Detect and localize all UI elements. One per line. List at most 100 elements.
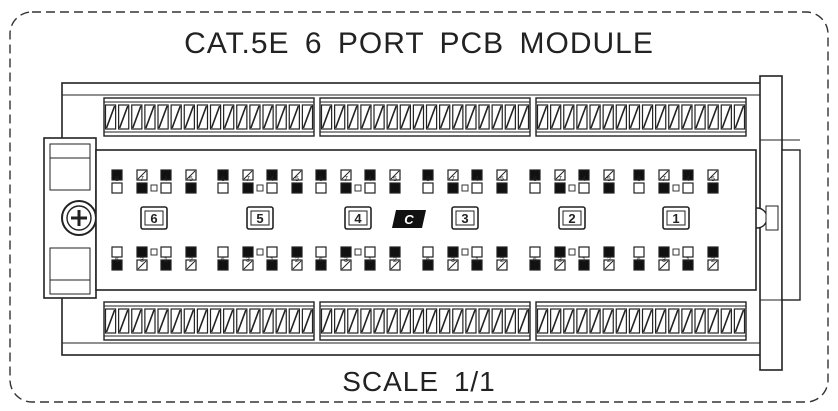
pin-label: 7 <box>246 176 250 183</box>
contact-pad <box>633 169 645 181</box>
port-badge: 4 <box>344 206 372 230</box>
idc-blade <box>276 309 287 333</box>
port-number-label: 1 <box>672 211 679 226</box>
contact-pad <box>422 259 434 271</box>
contact-pad-hatch <box>604 260 614 270</box>
pin-label: 7 <box>558 176 562 183</box>
pin-label: 4 <box>368 176 372 183</box>
port-number-label: 4 <box>354 211 362 226</box>
idc-blade <box>118 105 129 129</box>
contact-pad <box>471 169 483 181</box>
pin-label: 1 <box>475 257 479 264</box>
contact-pad <box>340 246 352 258</box>
port-badge: 5 <box>246 206 274 230</box>
idc-blade <box>616 105 627 129</box>
idc-blade <box>682 105 692 129</box>
idc-blade <box>184 309 195 333</box>
idc-blade <box>387 309 398 333</box>
idc-blade <box>223 309 234 333</box>
port-number-label: 5 <box>256 211 263 226</box>
contact-pad <box>658 182 670 194</box>
contact-pad-hatch <box>186 170 196 180</box>
idc-blade <box>400 105 411 129</box>
idc-blade <box>197 309 208 333</box>
contact-pad-hatch <box>186 260 196 270</box>
contact-pad <box>217 259 229 271</box>
right-mounting-bracket <box>746 75 801 371</box>
idc-blade <box>708 105 719 129</box>
module-title: CAT.5E 6 PORT PCB MODULE <box>184 27 654 60</box>
top-idc-terminal-strip <box>103 97 747 137</box>
contact-pad-hatch <box>341 260 351 270</box>
pin-label: 3 <box>140 257 144 264</box>
idc-blade <box>131 105 142 129</box>
idc-blade <box>374 105 384 129</box>
idc-blade <box>413 105 424 129</box>
contact-pad-hatch <box>555 170 565 180</box>
contact-pad-hatch <box>659 260 669 270</box>
contact-pad-hatch <box>448 170 458 180</box>
pin-label: 5 <box>393 176 397 183</box>
contact-pad <box>471 259 483 271</box>
contact-pad <box>315 259 327 271</box>
contact-marker <box>672 248 680 256</box>
contact-pad <box>242 182 254 194</box>
contact-pad <box>315 169 327 181</box>
contact-pad-hatch <box>292 260 302 270</box>
contact-pad-hatch <box>708 260 718 270</box>
pin-label: 6 <box>637 257 641 264</box>
idc-blade <box>289 105 300 129</box>
idc-blade <box>158 105 168 129</box>
idc-blade <box>321 309 332 333</box>
idc-blade <box>413 309 424 333</box>
contact-marker <box>256 184 264 192</box>
contact-pad <box>136 246 148 258</box>
idc-blade <box>537 309 548 333</box>
port-badge: 3 <box>451 206 479 230</box>
idc-blade <box>387 105 398 129</box>
contact-pad-hatch <box>341 170 351 180</box>
contact-pad <box>364 169 376 181</box>
contact-pad-hatch <box>390 260 400 270</box>
contact-pad <box>291 246 303 258</box>
pin-label: 1 <box>686 257 690 264</box>
pin-label: 5 <box>295 176 299 183</box>
contact-pad-hatch <box>243 170 253 180</box>
contact-pad-hatch <box>448 260 458 270</box>
idc-blade <box>603 105 614 129</box>
idc-blade <box>479 309 489 333</box>
idc-blade <box>197 105 208 129</box>
pin-label: 4 <box>686 176 690 183</box>
contact-pad <box>529 169 541 181</box>
pin-label: 6 <box>319 257 323 264</box>
contact-pad <box>315 246 327 258</box>
idc-blade <box>302 105 313 129</box>
pin-label: 1 <box>582 257 586 264</box>
contact-pad <box>578 182 590 194</box>
pin-label: 7 <box>140 176 144 183</box>
idc-blade <box>263 105 273 129</box>
idc-blade <box>668 105 679 129</box>
idc-blade <box>695 105 705 129</box>
contact-pad-hatch <box>659 170 669 180</box>
contact-pad <box>554 182 566 194</box>
contact-marker <box>150 184 158 192</box>
contact-pad <box>266 169 278 181</box>
idc-blade <box>655 105 666 129</box>
pin-label: 8 <box>533 176 537 183</box>
idc-blade <box>321 105 332 129</box>
idc-blade <box>721 309 732 333</box>
pin-label: 8 <box>637 176 641 183</box>
contact-pad <box>185 246 197 258</box>
contact-pad-hatch <box>604 170 614 180</box>
idc-blade <box>145 309 155 333</box>
idc-blade <box>334 309 345 333</box>
pin-label: 2 <box>711 257 715 264</box>
pin-label: 2 <box>393 257 397 264</box>
pin-label: 2 <box>295 257 299 264</box>
contact-pad-hatch <box>243 260 253 270</box>
idc-blade <box>439 105 450 129</box>
